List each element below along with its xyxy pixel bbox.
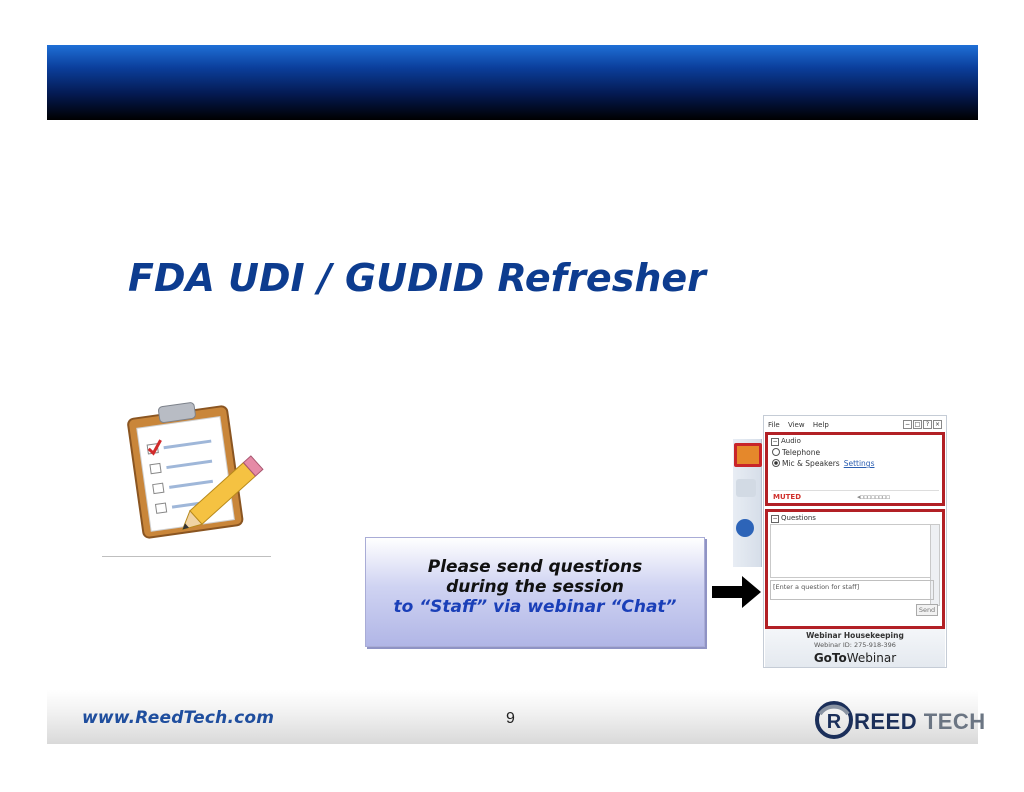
microphone-icon[interactable] — [736, 479, 756, 497]
audio-section-header[interactable]: −Audio — [771, 437, 801, 446]
window-controls: −□?× — [902, 420, 942, 429]
minimize-icon[interactable]: − — [903, 420, 912, 429]
collapse-panel-button[interactable] — [734, 443, 762, 467]
send-button[interactable]: Send — [916, 604, 938, 616]
close-icon[interactable]: × — [933, 420, 942, 429]
gotowebinar-panel: File View Help −□?× −Audio Telephone Mic… — [733, 415, 947, 668]
telephone-label: Telephone — [782, 448, 821, 457]
questions-section-header[interactable]: −Questions — [771, 514, 816, 523]
question-input[interactable]: [Enter a question for staff] — [770, 580, 934, 600]
collapse-icon[interactable]: − — [771, 515, 779, 523]
page-number: 9 — [506, 710, 515, 727]
questions-log — [770, 524, 936, 578]
footer-url[interactable]: www.ReedTech.com — [82, 708, 275, 728]
divider-line — [102, 556, 271, 557]
collapse-icon[interactable]: − — [771, 438, 779, 446]
telephone-option[interactable]: Telephone — [772, 448, 820, 457]
callout-line-2: during the session — [446, 577, 624, 597]
webinar-menubar: File View Help — [768, 421, 835, 429]
logo-goto: GoTo — [813, 651, 847, 665]
slide-title: FDA UDI / GUDID Refresher — [128, 256, 706, 300]
brand-reed: REED — [854, 709, 918, 734]
restore-icon[interactable]: □ — [913, 420, 922, 429]
menu-help[interactable]: Help — [812, 421, 829, 429]
radio-mic-speakers[interactable] — [772, 459, 780, 467]
menu-view[interactable]: View — [787, 421, 805, 429]
audio-section-label: Audio — [781, 437, 801, 445]
webinar-footer: Webinar Housekeeping Webinar ID: 275-918… — [765, 629, 945, 667]
svg-text:R: R — [827, 711, 842, 733]
mic-speakers-label: Mic & Speakers — [782, 459, 840, 468]
audio-settings-link[interactable]: Settings — [843, 459, 875, 468]
webinar-side-toolbar — [733, 439, 762, 567]
webinar-housekeeping-title: Webinar Housekeeping — [806, 631, 904, 640]
mute-status-row: MUTED ◂▫▫▫▫▫▫▫▫ — [771, 490, 939, 503]
radio-telephone[interactable] — [772, 448, 780, 456]
header-bar — [47, 45, 978, 120]
menu-file[interactable]: File — [768, 421, 780, 429]
webinar-id: Webinar ID: 275-918-396 — [814, 641, 896, 649]
brand-tech: TECH — [923, 709, 986, 734]
webinar-control-panel: File View Help −□?× −Audio Telephone Mic… — [763, 415, 947, 668]
gotowebinar-logo: GoToWebinar — [765, 651, 945, 665]
help-icon[interactable]: ? — [923, 420, 932, 429]
volume-meter: ◂▫▫▫▫▫▫▫▫ — [857, 493, 890, 501]
clipboard-pencil-icon — [127, 402, 264, 539]
right-arrow-icon — [712, 576, 761, 608]
muted-label[interactable]: MUTED — [773, 493, 802, 501]
questions-section-label: Questions — [781, 514, 816, 522]
screen-share-icon[interactable] — [736, 519, 754, 537]
reedtech-logo: R REED TECH — [814, 700, 985, 742]
callout-line-1: Please send questions — [427, 557, 643, 577]
logo-webinar: Webinar — [846, 651, 897, 665]
questions-section: −Questions [Enter a question for staff] … — [765, 509, 945, 629]
reedtech-r-icon: R — [815, 701, 853, 739]
questions-callout: Please send questions during the session… — [365, 537, 705, 647]
callout-line-3: to “Staff” via webinar “Chat” — [393, 597, 677, 617]
reedtech-wordmark: REED TECH — [854, 709, 986, 735]
